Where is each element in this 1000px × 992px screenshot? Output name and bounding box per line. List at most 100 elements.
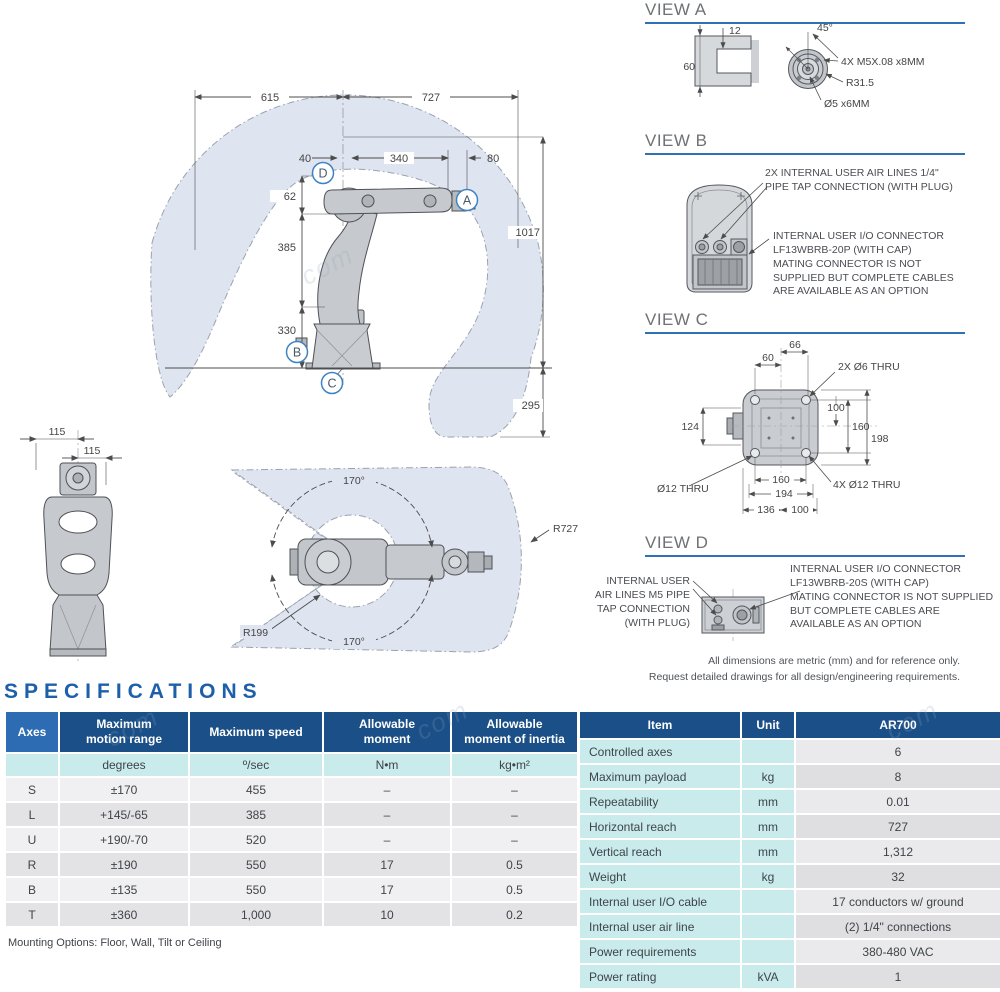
table-row: S ±170 455 – –: [6, 778, 577, 801]
radius-inner: R199: [243, 627, 268, 639]
dim-198: 198: [871, 433, 889, 445]
view-d-air-note: INTERNAL USER AIR LINES M5 PIPE TAP CONN…: [594, 575, 690, 629]
table-row: Controlled axes 6: [580, 740, 1000, 763]
view-b-title: VIEW B: [645, 131, 965, 155]
column-header-max-speed: Maximum speed: [190, 712, 322, 752]
view-b-drawing: [686, 182, 770, 293]
angle-top: 170°: [343, 475, 365, 487]
angle-label-bg-top: [332, 473, 376, 488]
work-envelope: [150, 94, 544, 438]
table-cell: –: [452, 778, 577, 801]
view-c-title: VIEW C: [645, 310, 965, 334]
angle-bottom: 170°: [343, 636, 365, 648]
robot-front-view: [43, 430, 113, 663]
table-cell: 520: [190, 828, 322, 851]
dim-124: 124: [681, 421, 699, 433]
view-a-leaders: [785, 32, 844, 101]
dimension-labels: 615 727 40 340 80 62 385 330 1017 295: [261, 92, 540, 412]
table-row: Vertical reach mm 1,312: [580, 840, 1000, 863]
dimension-label-backgrounds: [251, 91, 543, 412]
dim-115-inner: 115: [84, 445, 101, 457]
table-cell: T: [6, 903, 58, 926]
table-row: T ±360 1,000 10 0.2: [6, 903, 577, 926]
table-cell: 0.5: [452, 853, 577, 876]
dim-615: 615: [261, 92, 279, 104]
dim-160-bottom: 160: [772, 474, 790, 486]
view-a-drawing: 12 60 45° 4X M5X.08 x8MM R31.5 Ø5 x6MM: [683, 22, 924, 110]
angle-45: 45°: [817, 22, 833, 34]
table-cell: 10: [324, 903, 450, 926]
column-header-item: Item: [580, 712, 740, 738]
view-b-leaders: [702, 182, 770, 255]
front-and-top-view-drawing: 115 115 170° 170° R727 R199: [20, 426, 578, 663]
table-cell: –: [452, 803, 577, 826]
table-cell: 17: [324, 878, 450, 901]
dim-385: 385: [278, 242, 296, 254]
table-row: R ±190 550 17 0.5: [6, 853, 577, 876]
note-thru12: Ø12 THRU: [657, 483, 709, 495]
table-cell: kg: [742, 865, 794, 888]
table-row: Power rating kVA 1: [580, 965, 1000, 988]
table-cell: 550: [190, 878, 322, 901]
dimensions-footnote: All dimensions are metric (mm) and for r…: [648, 655, 960, 684]
view-c-drawing: 66 60 2X Ø6 THRU 100 124 160 198 Ø12 THR…: [657, 339, 901, 516]
table-cell: degrees: [60, 754, 188, 776]
view-a-title: VIEW A: [645, 0, 965, 24]
dim-66: 66: [789, 339, 801, 351]
view-d-title: VIEW D: [645, 533, 965, 557]
base-plate: [726, 348, 877, 479]
connector-housing: [686, 184, 753, 293]
view-a-dim-lines: [697, 25, 726, 97]
label-a: A: [463, 194, 472, 208]
table-cell: Power rating: [580, 965, 740, 988]
label-c: C: [327, 377, 336, 391]
table-cell: L: [6, 803, 58, 826]
view-b-air-note: 2X INTERNAL USER AIR LINES 1/4" PIPE TAP…: [765, 167, 953, 193]
view-b-io-note: INTERNAL USER I/O CONNECTOR LF13WBRB-20P…: [773, 230, 954, 298]
label-b: B: [293, 346, 301, 360]
axes-spec-table: Axes Maximum motion range Maximum speed …: [4, 710, 579, 928]
table-cell: Controlled axes: [580, 740, 740, 763]
table-cell: 0.01: [796, 790, 1000, 813]
table-cell: Internal user air line: [580, 915, 740, 938]
table-cell: 32: [796, 865, 1000, 888]
table-cell: 1,312: [796, 840, 1000, 863]
wrist-connector-block: [701, 589, 765, 641]
table-header-row: Axes Maximum motion range Maximum speed …: [6, 712, 577, 752]
note-hole: Ø5 x6MM: [824, 98, 870, 110]
table-cell: º/sec: [190, 754, 322, 776]
note-radius: R31.5: [846, 77, 874, 89]
table-row: L +145/-65 385 – –: [6, 803, 577, 826]
column-header-unit: Unit: [742, 712, 794, 738]
table-cell: Horizontal reach: [580, 815, 740, 838]
table-cell: [6, 754, 58, 776]
table-cell: 17: [324, 853, 450, 876]
table-row: Maximum payload kg 8: [580, 765, 1000, 788]
dim-60: 60: [762, 352, 774, 364]
view-c-dim-label-bg: [754, 474, 813, 515]
table-cell: 727: [796, 815, 1000, 838]
dim-40: 40: [299, 153, 311, 165]
table-cell: 6: [796, 740, 1000, 763]
front-view-dimensions: [20, 436, 122, 485]
column-header-moment-inertia: Allowable moment of inertia: [452, 712, 577, 752]
label-d: D: [318, 167, 327, 181]
table-row: Horizontal reach mm 727: [580, 815, 1000, 838]
dim-136: 136: [757, 504, 775, 516]
unit-row: degrees º/sec N•m kg•m²: [6, 754, 577, 776]
view-d-section: VIEW D INTERNAL USER AIR LINES M5 PIPE T…: [590, 533, 1000, 653]
table-cell: –: [324, 803, 450, 826]
dim-1017: 1017: [516, 227, 540, 239]
table-row: Internal user air line (2) 1/4" connecti…: [580, 915, 1000, 938]
table-cell: 380-480 VAC: [796, 940, 1000, 963]
robot-side-view: [295, 90, 476, 385]
table-cell: 1,000: [190, 903, 322, 926]
dim-295: 295: [522, 400, 540, 412]
table-cell: 455: [190, 778, 322, 801]
table-cell: Weight: [580, 865, 740, 888]
table-cell: [742, 915, 794, 938]
table-cell: +190/-70: [60, 828, 188, 851]
table-cell: Maximum payload: [580, 765, 740, 788]
table-row: Power requirements 380-480 VAC: [580, 940, 1000, 963]
